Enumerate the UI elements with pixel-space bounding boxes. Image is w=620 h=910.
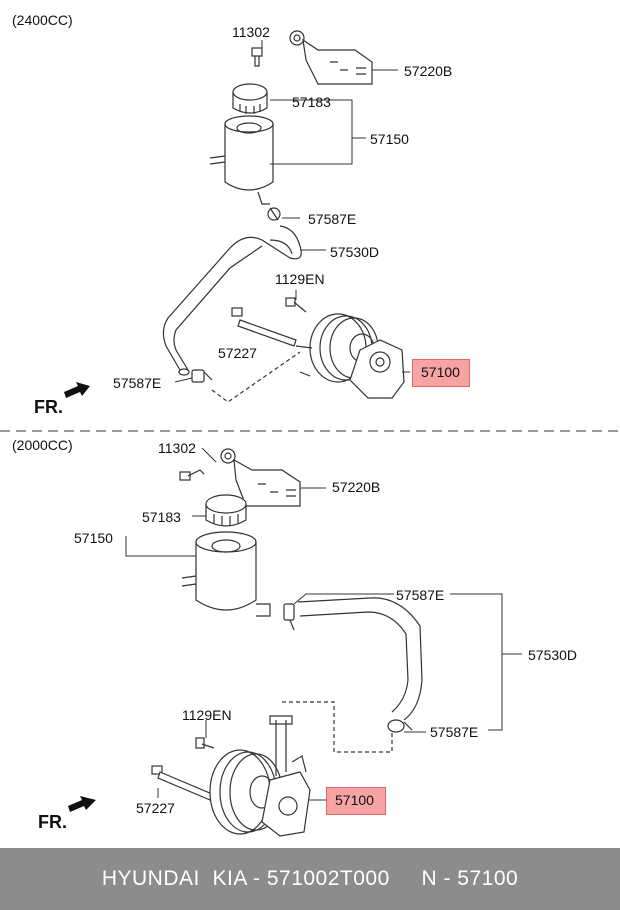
front-direction-label-2: FR.: [38, 812, 67, 832]
bolt-11302-icon: [251, 47, 263, 67]
fr-arrow-icon: [64, 382, 90, 398]
part-label-57150-2: 57150: [74, 530, 113, 546]
part-label-57587e-lower: 57587E: [113, 375, 162, 391]
clamp-upper-icon: [267, 207, 281, 221]
front-direction-label: FR.: [34, 397, 63, 417]
pump-57100-icon-2: [209, 715, 311, 837]
engine-label-2000: (2000CC): [12, 437, 73, 453]
reservoir-57150-icon: [209, 115, 274, 205]
part-label-57150: 57150: [370, 131, 409, 147]
part-label-57587e-upper-2: 57587E: [396, 587, 445, 603]
part-label-57100-highlighted[interactable]: 57100: [412, 359, 470, 387]
part-label-11302: 11302: [232, 24, 270, 40]
reservoir-57150-icon-2: [181, 531, 271, 617]
part-label-1129en: 1129EN: [275, 271, 325, 287]
hose-57530d-icon: [162, 225, 302, 376]
bolt-57227-icon-2: [151, 765, 213, 801]
cap-57183-icon-2: [205, 494, 247, 527]
clamp-lower-icon: [191, 369, 213, 383]
part-label-57220b: 57220B: [404, 63, 453, 79]
part-label-57100-highlighted-2[interactable]: 57100: [326, 787, 386, 815]
part-label-57530d-2: 57530D: [528, 647, 578, 663]
hose-57530d-icon-2: [297, 597, 423, 721]
guide-line: [211, 351, 301, 403]
guide-line-2: [282, 701, 393, 753]
part-label-57530d: 57530D: [330, 244, 380, 260]
bolt-1129en-icon-2: [195, 737, 215, 749]
footer-text: HYUNDAI KIA - 571002T000 N - 57100: [101, 867, 519, 890]
part-label-57183-2: 57183: [142, 509, 181, 525]
part-label-1129en-2: 1129EN: [182, 707, 232, 723]
clamp-upper-icon-2: [283, 603, 295, 631]
part-label-57183: 57183: [292, 94, 331, 110]
section-2400-art: [64, 30, 410, 403]
bolt-57227-icon: [231, 307, 297, 347]
pump-57100-icon: [295, 313, 405, 399]
section-2000-art: [68, 447, 522, 837]
part-number-footer: HYUNDAI KIA - 571002T000 N - 57100: [0, 848, 620, 910]
part-label-57227: 57227: [218, 345, 257, 361]
part-label-57587e-lower-2: 57587E: [430, 724, 479, 740]
clamp-lower-icon-2: [387, 719, 413, 733]
part-label-57587e-upper: 57587E: [308, 211, 357, 227]
fr-arrow-icon-2: [68, 796, 96, 812]
part-label-11302-2: 11302: [158, 440, 196, 456]
bracket-57220b-icon-2: [220, 448, 301, 507]
bolt-11302-icon-2: [179, 469, 205, 481]
bolt-1129en-icon: [285, 290, 307, 313]
part-label-57220b-2: 57220B: [332, 479, 381, 495]
engine-label-2400: (2400CC): [12, 12, 73, 28]
bracket-57220b-icon: [289, 30, 373, 85]
part-label-57227-2: 57227: [136, 800, 175, 816]
parts-diagram: (2400CC) 11302 57220B 57183 57150 57587E…: [0, 12, 620, 837]
diagram-drawing: [0, 30, 620, 837]
cap-57183-icon: [232, 83, 268, 114]
